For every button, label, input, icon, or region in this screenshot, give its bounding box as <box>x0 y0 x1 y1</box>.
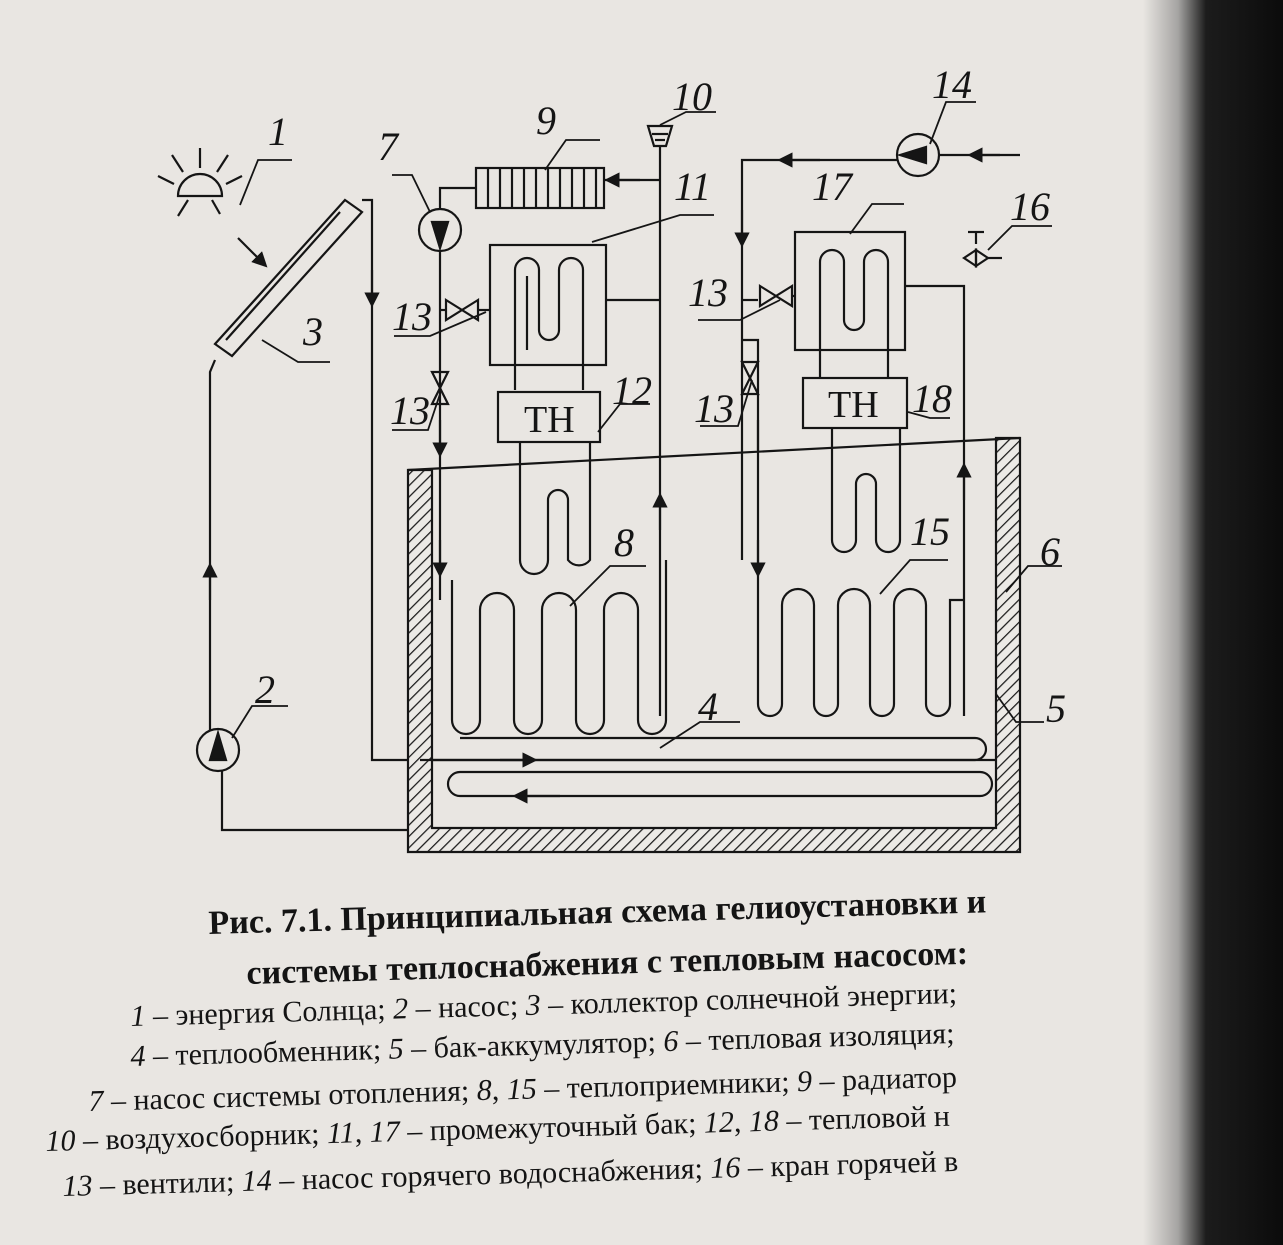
label-13-c: 13 <box>688 270 728 315</box>
label-6: 6 <box>1040 529 1060 574</box>
pump-7 <box>417 207 463 253</box>
heat-receiver-8 <box>450 560 668 736</box>
intermediate-tank-17 <box>793 230 907 378</box>
scan-shadow <box>1143 0 1283 1245</box>
label-13-a: 13 <box>392 294 432 339</box>
label-15: 15 <box>910 509 950 554</box>
radiator-9 <box>474 166 606 210</box>
sun-icon <box>157 148 243 217</box>
label-9: 9 <box>536 98 556 143</box>
figure-title-line1: Рис. 7.1. Принципиальная схема гелиоуста… <box>208 883 987 942</box>
label-13-b: 13 <box>390 388 430 433</box>
label-3: 3 <box>302 309 323 354</box>
air-collector-10 <box>646 124 674 148</box>
label-17: 17 <box>812 164 854 209</box>
label-14: 14 <box>932 62 972 107</box>
tap-16 <box>962 230 1002 269</box>
heat-pump-18-label: ТН <box>828 384 879 426</box>
heat-pump-12-label: ТН <box>524 399 575 441</box>
heat-exchanger-4 <box>420 736 994 804</box>
heat-pump-18 <box>801 376 909 430</box>
heat-pump-12 <box>496 390 602 444</box>
pump-14 <box>895 132 941 178</box>
label-7: 7 <box>378 124 400 169</box>
valve-13-d <box>740 360 760 396</box>
label-2: 2 <box>255 667 275 712</box>
heat-receiver-15 <box>756 587 964 718</box>
label-18: 18 <box>912 376 952 421</box>
label-4: 4 <box>698 684 718 729</box>
label-16: 16 <box>1010 184 1050 229</box>
label-5: 5 <box>1046 686 1066 731</box>
label-8: 8 <box>614 520 634 565</box>
solar-collector <box>213 198 364 358</box>
label-10: 10 <box>672 74 712 119</box>
pump-2 <box>195 727 241 773</box>
intermediate-tank-11 <box>488 243 608 390</box>
label-13-d: 13 <box>694 386 734 431</box>
schematic-diagram: ТН ТН 1 2 3 4 5 6 7 8 9 10 11 12 13 13 1… <box>157 62 1066 854</box>
label-12: 12 <box>612 368 652 413</box>
label-11: 11 <box>674 164 711 209</box>
valve-13-b <box>430 370 450 406</box>
label-1: 1 <box>268 109 288 154</box>
storage-tank <box>406 436 1022 854</box>
